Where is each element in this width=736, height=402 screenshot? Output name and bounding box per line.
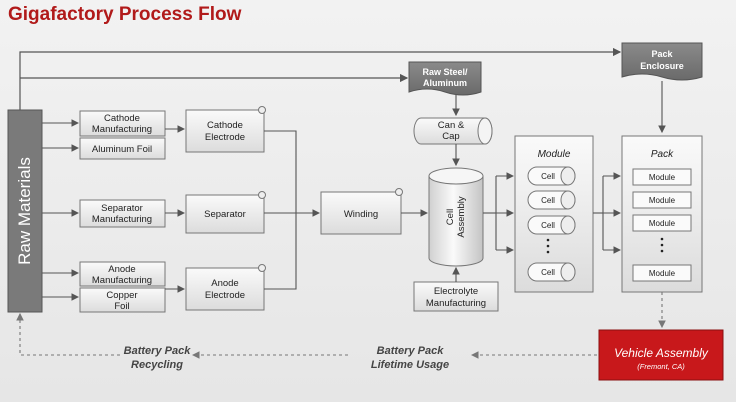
raw-steel-flag: Raw Steel/ Aluminum	[408, 61, 482, 96]
svg-text:(Fremont, CA): (Fremont, CA)	[637, 362, 685, 371]
return-flow-lines	[16, 312, 597, 359]
svg-text:Aluminum Foil: Aluminum Foil	[92, 144, 152, 155]
raw-to-manufacturing-arrows	[42, 119, 80, 301]
svg-text:Manufacturing: Manufacturing	[426, 298, 486, 309]
svg-text:Cathode: Cathode	[207, 120, 243, 131]
svg-text:Cell: Cell	[541, 196, 555, 205]
vehicle-assembly-box: Vehicle Assembly (Fremont, CA)	[598, 329, 724, 381]
svg-text:Can &: Can &	[438, 120, 465, 131]
svg-text:Manufacturing: Manufacturing	[92, 214, 152, 225]
svg-text:Winding: Winding	[344, 209, 378, 220]
svg-text:Cathode: Cathode	[104, 113, 140, 124]
raw-materials-label: Raw Materials	[15, 157, 34, 265]
svg-text:Anode: Anode	[108, 264, 135, 275]
svg-text:Module: Module	[649, 173, 676, 182]
svg-text:Electrode: Electrode	[205, 290, 245, 301]
module-to-pack-arrows	[593, 172, 622, 254]
cell-row-1: Cell	[527, 166, 576, 186]
svg-text:Pack: Pack	[651, 149, 674, 160]
cell-ellipsis	[546, 238, 550, 254]
svg-text:Lifetime Usage: Lifetime Usage	[371, 359, 449, 371]
svg-text:Raw Steel/: Raw Steel/	[422, 67, 468, 77]
raw-materials-box: Raw Materials	[7, 109, 43, 313]
electrolyte-manufacturing-box: Electrolyte Manufacturing	[413, 281, 499, 312]
pack-enclosure-flag: Pack Enclosure	[621, 42, 703, 81]
cathode-electrode-box: Cathode Electrode	[185, 106, 266, 153]
svg-text:Cell: Cell	[541, 268, 555, 277]
svg-text:Vehicle Assembly: Vehicle Assembly	[614, 346, 709, 360]
svg-text:Cell: Cell	[445, 209, 456, 225]
module-container: Module Cell Cell Cell Ce	[514, 135, 594, 293]
svg-text:Manufacturing: Manufacturing	[92, 124, 152, 135]
pack-container: Pack Module Module Module Module	[621, 135, 703, 293]
svg-text:Aluminum: Aluminum	[423, 78, 467, 88]
pack-module-3: Module	[632, 214, 692, 232]
cell-assembly-cylinder: Cell Assembly	[428, 167, 484, 267]
lifetime-usage-label: Battery Pack Lifetime Usage	[371, 345, 449, 371]
winding-box: Winding	[320, 188, 403, 235]
pack-module-1: Module	[632, 168, 692, 186]
pack-ellipsis	[660, 237, 664, 253]
copper-foil-box: Copper Foil	[79, 287, 166, 313]
svg-text:Battery Pack: Battery Pack	[377, 345, 445, 357]
can-cap-cylinder: Can & Cap	[413, 117, 493, 145]
pack-module-2: Module	[632, 191, 692, 209]
separator-manufacturing-box: Separator Manufacturing	[79, 199, 166, 228]
svg-text:Separator: Separator	[101, 203, 143, 214]
recycling-label: Battery Pack Recycling	[124, 345, 192, 371]
svg-text:Module: Module	[649, 269, 676, 278]
manufacturing-to-electrode-arrows	[165, 125, 186, 293]
svg-text:Module: Module	[649, 196, 676, 205]
svg-text:Manufacturing: Manufacturing	[92, 275, 152, 286]
svg-text:Module: Module	[649, 219, 676, 228]
cell-to-module-arrows	[483, 172, 515, 254]
cathode-manufacturing-box: Cathode Manufacturing	[79, 110, 166, 137]
svg-text:Separator: Separator	[204, 209, 246, 220]
svg-text:Cell: Cell	[541, 221, 555, 230]
svg-text:Cap: Cap	[442, 131, 459, 142]
svg-text:Recycling: Recycling	[131, 359, 183, 371]
cell-row-3: Cell	[527, 215, 576, 235]
svg-text:Enclosure: Enclosure	[640, 61, 684, 71]
svg-text:Foil: Foil	[114, 301, 129, 312]
svg-text:Electrode: Electrode	[205, 132, 245, 143]
svg-text:Assembly: Assembly	[456, 196, 467, 237]
svg-text:Pack: Pack	[651, 49, 673, 59]
top-flow-lines	[19, 47, 622, 110]
pack-module-4: Module	[632, 264, 692, 282]
anode-manufacturing-box: Anode Manufacturing	[79, 261, 166, 287]
svg-text:Module: Module	[538, 149, 571, 160]
svg-text:Cell: Cell	[541, 172, 555, 181]
svg-text:Electrolyte: Electrolyte	[434, 286, 478, 297]
anode-electrode-box: Anode Electrode	[185, 264, 266, 311]
electrodes-to-winding-arrows	[264, 130, 321, 290]
svg-text:Anode: Anode	[211, 278, 238, 289]
cell-row-2: Cell	[527, 190, 576, 210]
svg-text:Battery Pack: Battery Pack	[124, 345, 192, 357]
aluminum-foil-box: Aluminum Foil	[79, 137, 166, 160]
page-title: Gigafactory Process Flow	[8, 4, 242, 25]
svg-text:Copper: Copper	[106, 290, 137, 301]
cell-row-4: Cell	[527, 262, 576, 282]
separator-box: Separator	[185, 191, 266, 234]
